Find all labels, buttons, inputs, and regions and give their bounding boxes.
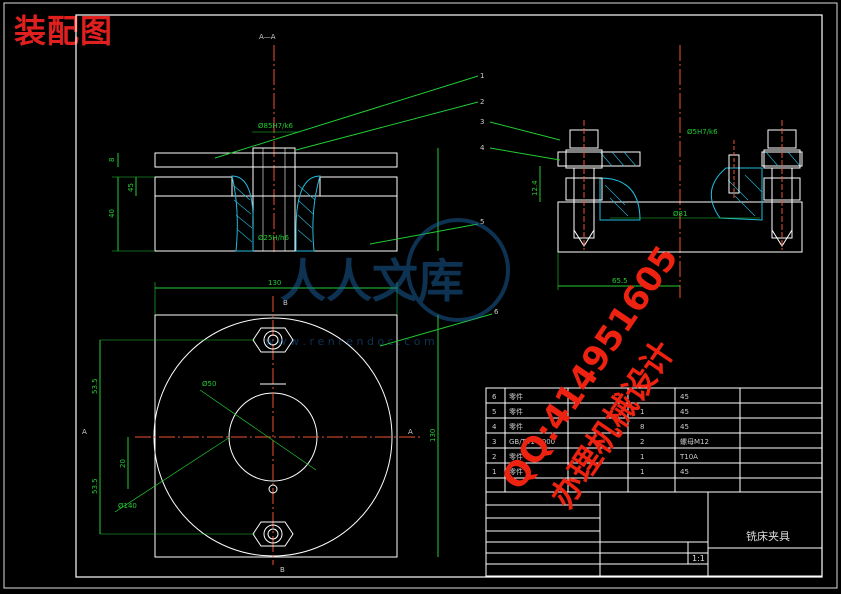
bom-cell-material: 45 <box>680 423 689 431</box>
page-title: 装配图 <box>14 12 114 50</box>
plan-view: 130 53.5 53.5 20 130 Ø140 Ø50 6 A A B B <box>82 279 499 574</box>
bom-cell-material: 螺母M12 <box>680 437 709 446</box>
title-block: 铣床夹具 1:1 <box>485 491 823 577</box>
watermark-brand: 人人文库 <box>280 254 464 308</box>
bom-table: 6 零件 1 45 5 零件 1 45 4 零件 8 45 3 GB/T41-2000 2 螺母M12 2 零件 1… <box>485 387 823 493</box>
bom-cell-qty: 1 <box>640 393 644 401</box>
bom-cell-name: 零件 <box>509 452 523 461</box>
bom-cell-qty: 1 <box>640 453 644 461</box>
dim-53-5-bottom: 53.5 <box>91 478 99 494</box>
dim-130-height: 130 <box>429 429 437 442</box>
section-aa-label: A—A <box>259 33 276 41</box>
bom-cell-no: 5 <box>492 408 496 416</box>
dim-130-width: 130 <box>268 279 281 287</box>
bom-cell-qty: 2 <box>640 438 644 446</box>
callout-1: 1 <box>480 72 484 80</box>
dim-65-5: 65.5 <box>612 277 628 285</box>
callout-3: 3 <box>480 118 484 126</box>
fit-side-label: Ø5H7/k6 <box>687 128 718 136</box>
bom-cell-name: 零件 <box>509 392 523 401</box>
bom-cell-material: 45 <box>680 468 689 476</box>
bom-cell-qty: 8 <box>640 423 644 431</box>
drawing-name: 铣床夹具 <box>746 529 790 543</box>
dim-8: 8 <box>108 158 116 162</box>
watermark-logo: 人人文库 w w w . r e n r e n d o c . c o m <box>265 218 510 348</box>
outer-frame <box>3 2 838 589</box>
watermark-url: w w w . r e n r e n d o c . c o m <box>265 335 435 348</box>
section-bb-view: Ø5H7/k6 12.4 65.5 Ø81 3 4 <box>480 45 803 298</box>
bom-cell-material: 45 <box>680 393 689 401</box>
inner-frame <box>75 14 823 578</box>
bom-cell-qty: 1 <box>640 468 644 476</box>
callout-2: 2 <box>480 98 484 106</box>
callout-4: 4 <box>480 144 485 152</box>
dim-53-5-top: 53.5 <box>91 378 99 394</box>
fit-bottom-label: Ø25H/h6 <box>258 234 289 242</box>
dim-12-4: 12.4 <box>531 180 539 196</box>
bom-cell-no: 6 <box>492 393 497 401</box>
bom-cell-no: 4 <box>492 423 497 431</box>
section-a-marker-right: A <box>408 428 413 436</box>
bom-cell-no: 1 <box>492 468 496 476</box>
callout-6: 6 <box>494 308 499 316</box>
bom-cell-name: 零件 <box>509 467 523 476</box>
section-b-marker-bottom: B <box>280 566 285 574</box>
callout-5: 5 <box>480 218 484 226</box>
dim-45: 45 <box>127 183 135 192</box>
dim-81: Ø81 <box>673 210 687 218</box>
bom-cell-no: 3 <box>492 438 496 446</box>
bom-cell-material: 45 <box>680 408 689 416</box>
bom-cell-name: 零件 <box>509 422 523 431</box>
drawing-scale: 1:1 <box>692 554 705 563</box>
section-a-marker-left: A <box>82 428 87 436</box>
section-b-marker-top: B <box>283 299 288 307</box>
bom-cell-name: GB/T41-2000 <box>509 438 555 446</box>
dim-20: 20 <box>119 459 127 468</box>
watermark-red: QQ:414951605 办理机械设计 <box>494 239 686 515</box>
bom-cell-no: 2 <box>492 453 496 461</box>
section-aa-view: A—A 8 45 40 Ø85H7/k6 Ø25H/h6 1 2 <box>108 33 484 252</box>
bom-cell-name: 零件 <box>509 407 523 416</box>
fit-top-label: Ø85H7/k6 <box>258 122 294 130</box>
bom-cell-material: T10A <box>679 453 698 461</box>
bolt-left <box>565 120 603 250</box>
dim-d50: Ø50 <box>202 380 216 388</box>
dim-40: 40 <box>108 209 116 218</box>
bom-cell-qty: 1 <box>640 408 644 416</box>
bolt-right <box>763 120 801 250</box>
dim-d140: Ø140 <box>118 502 137 510</box>
